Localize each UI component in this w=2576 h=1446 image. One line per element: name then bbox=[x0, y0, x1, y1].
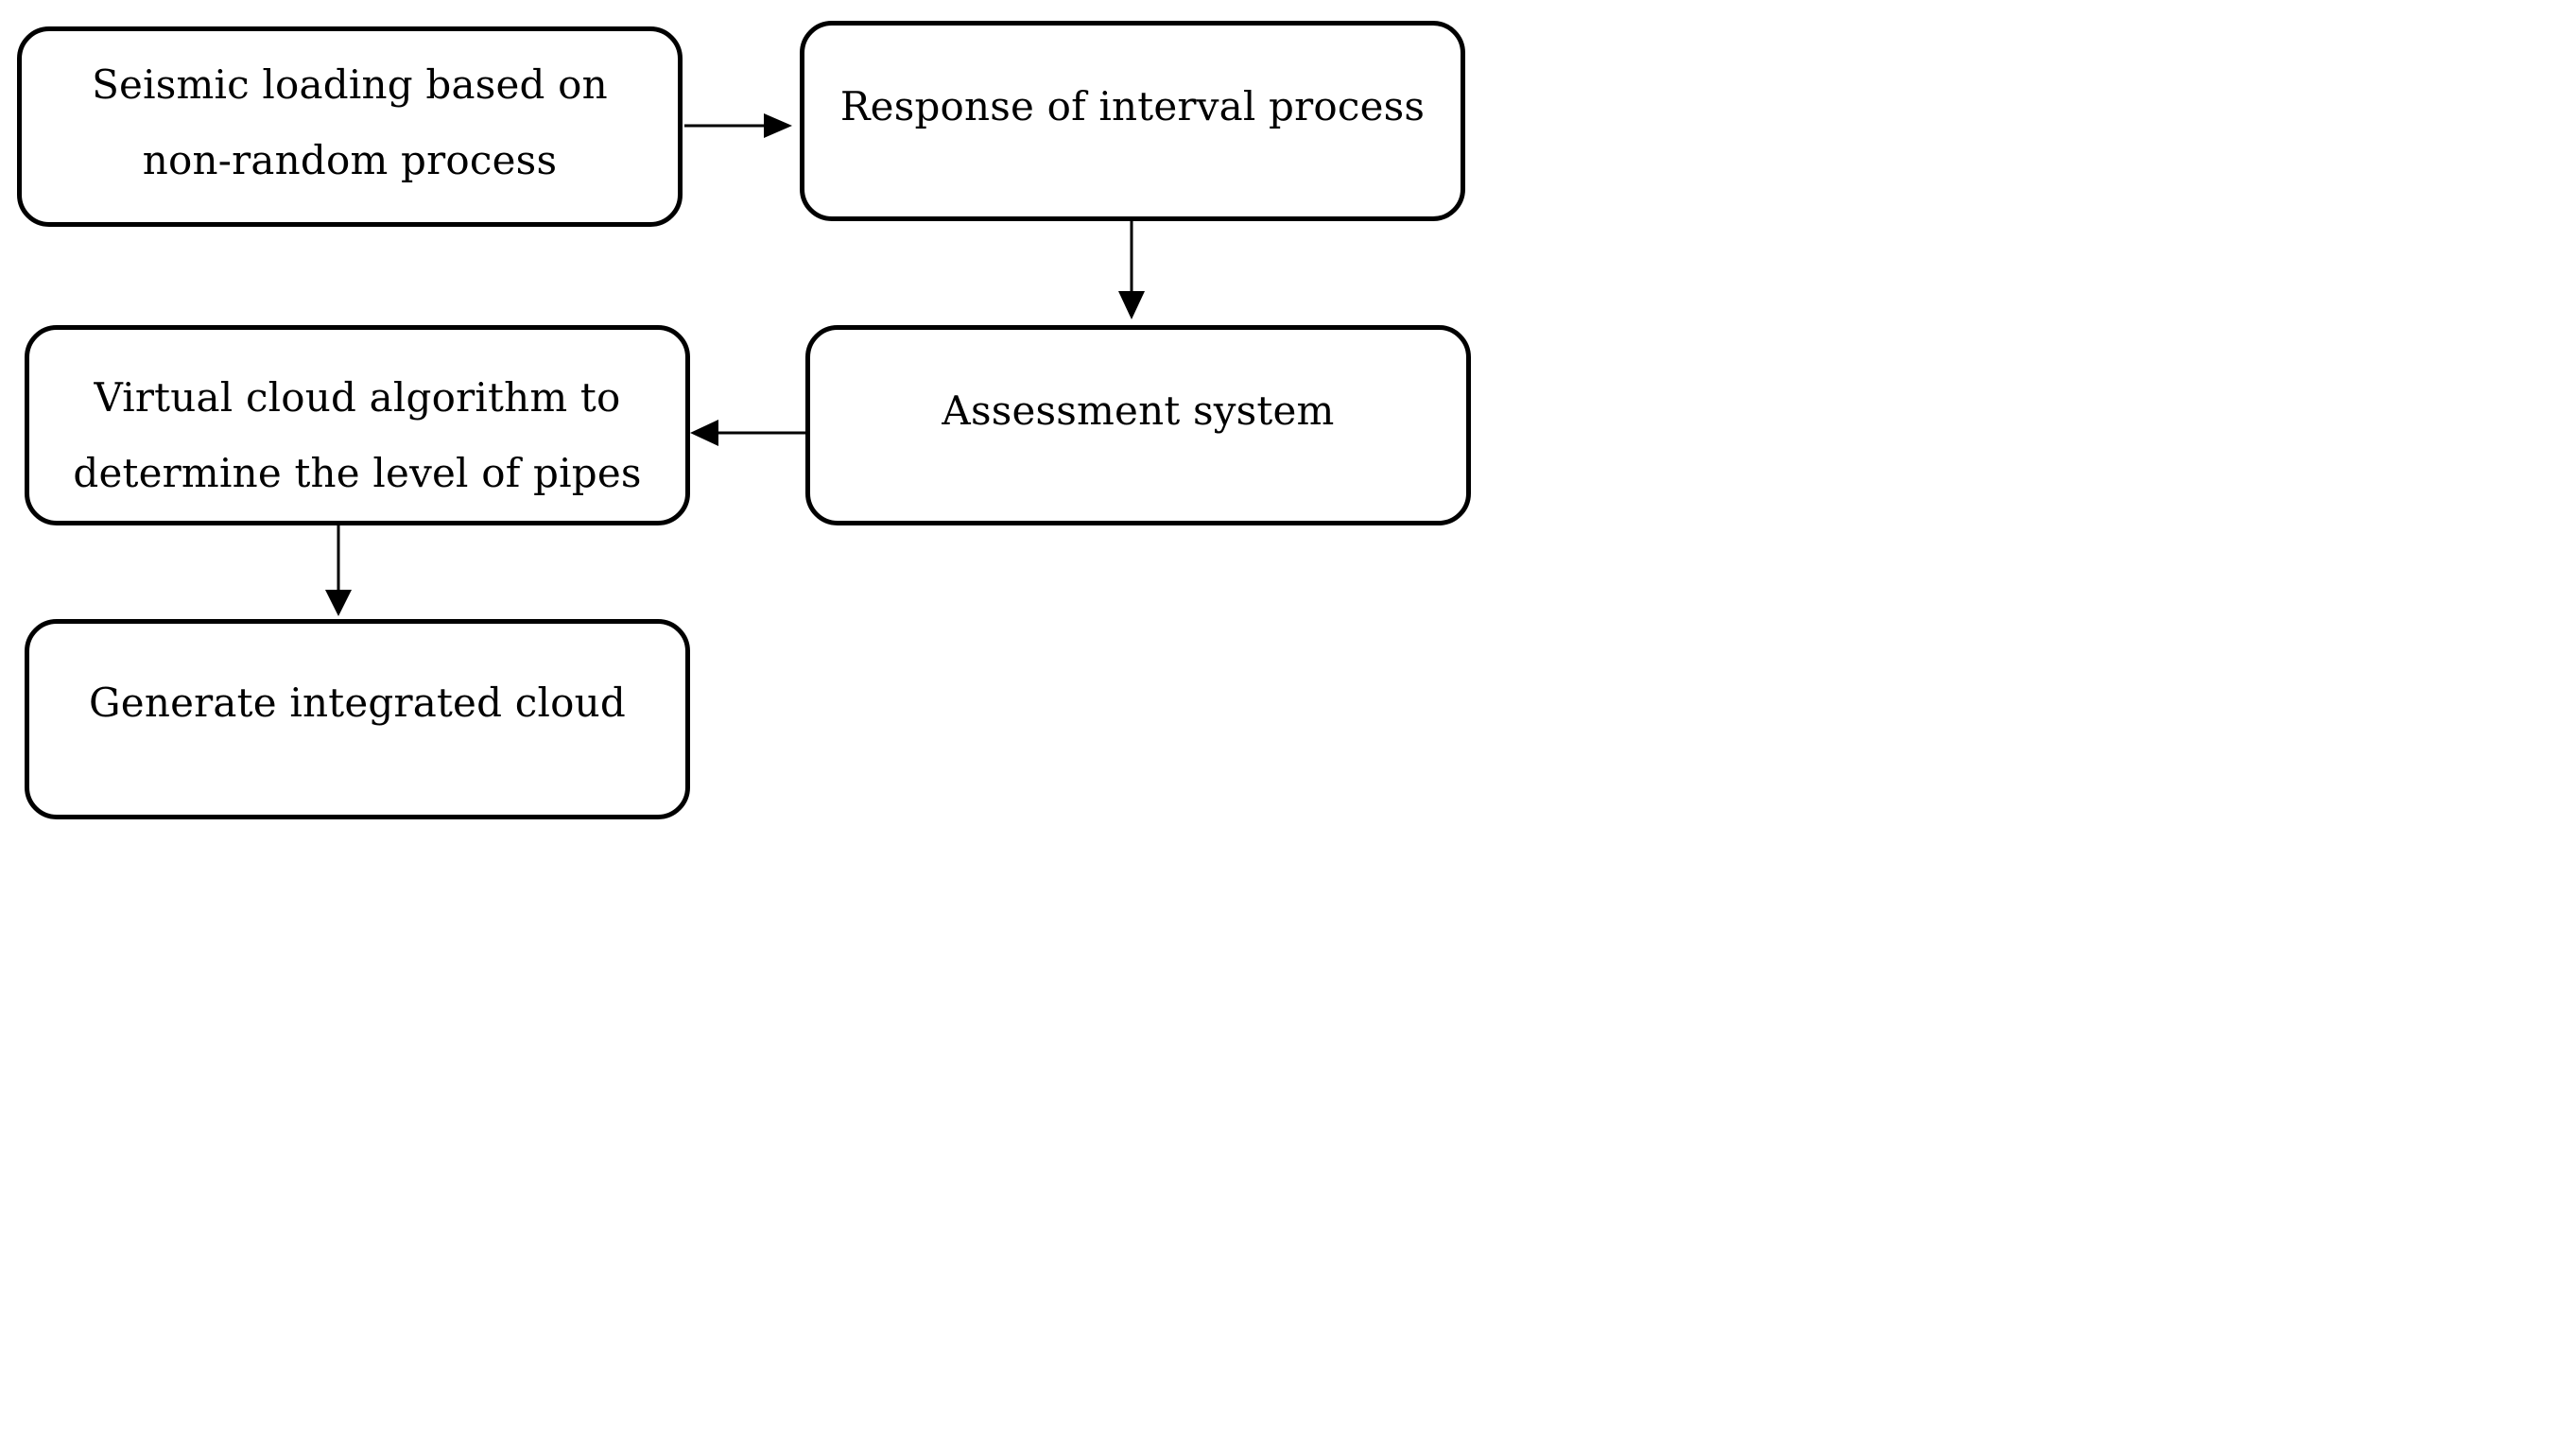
arrow-seismic-to-response bbox=[684, 113, 792, 138]
node-response-interval-process-label: Response of interval process bbox=[839, 83, 1426, 129]
node-virtual-cloud-algorithm-label: Virtual cloud algorithm to determine the… bbox=[73, 374, 642, 496]
node-generate-integrated-cloud: Generate integrated cloud bbox=[25, 619, 690, 819]
flowchart: Seismic loading based on non-random proc… bbox=[0, 0, 1482, 830]
node-seismic-loading-label: Seismic loading based on non-random proc… bbox=[92, 61, 608, 183]
arrow-assessment-to-virtual bbox=[690, 420, 805, 446]
node-virtual-cloud-algorithm: Virtual cloud algorithm to determine the… bbox=[25, 325, 690, 525]
node-generate-integrated-cloud-label: Generate integrated cloud bbox=[89, 680, 626, 726]
arrow-virtual-to-generate bbox=[325, 518, 352, 616]
arrow-response-to-assessment bbox=[1118, 221, 1145, 319]
node-seismic-loading: Seismic loading based on non-random proc… bbox=[17, 26, 683, 227]
connector-layer bbox=[325, 113, 1145, 616]
node-assessment-system-label: Assessment system bbox=[942, 387, 1335, 434]
node-response-interval-process: Response of interval process bbox=[800, 21, 1465, 221]
node-assessment-system: Assessment system bbox=[805, 325, 1471, 525]
